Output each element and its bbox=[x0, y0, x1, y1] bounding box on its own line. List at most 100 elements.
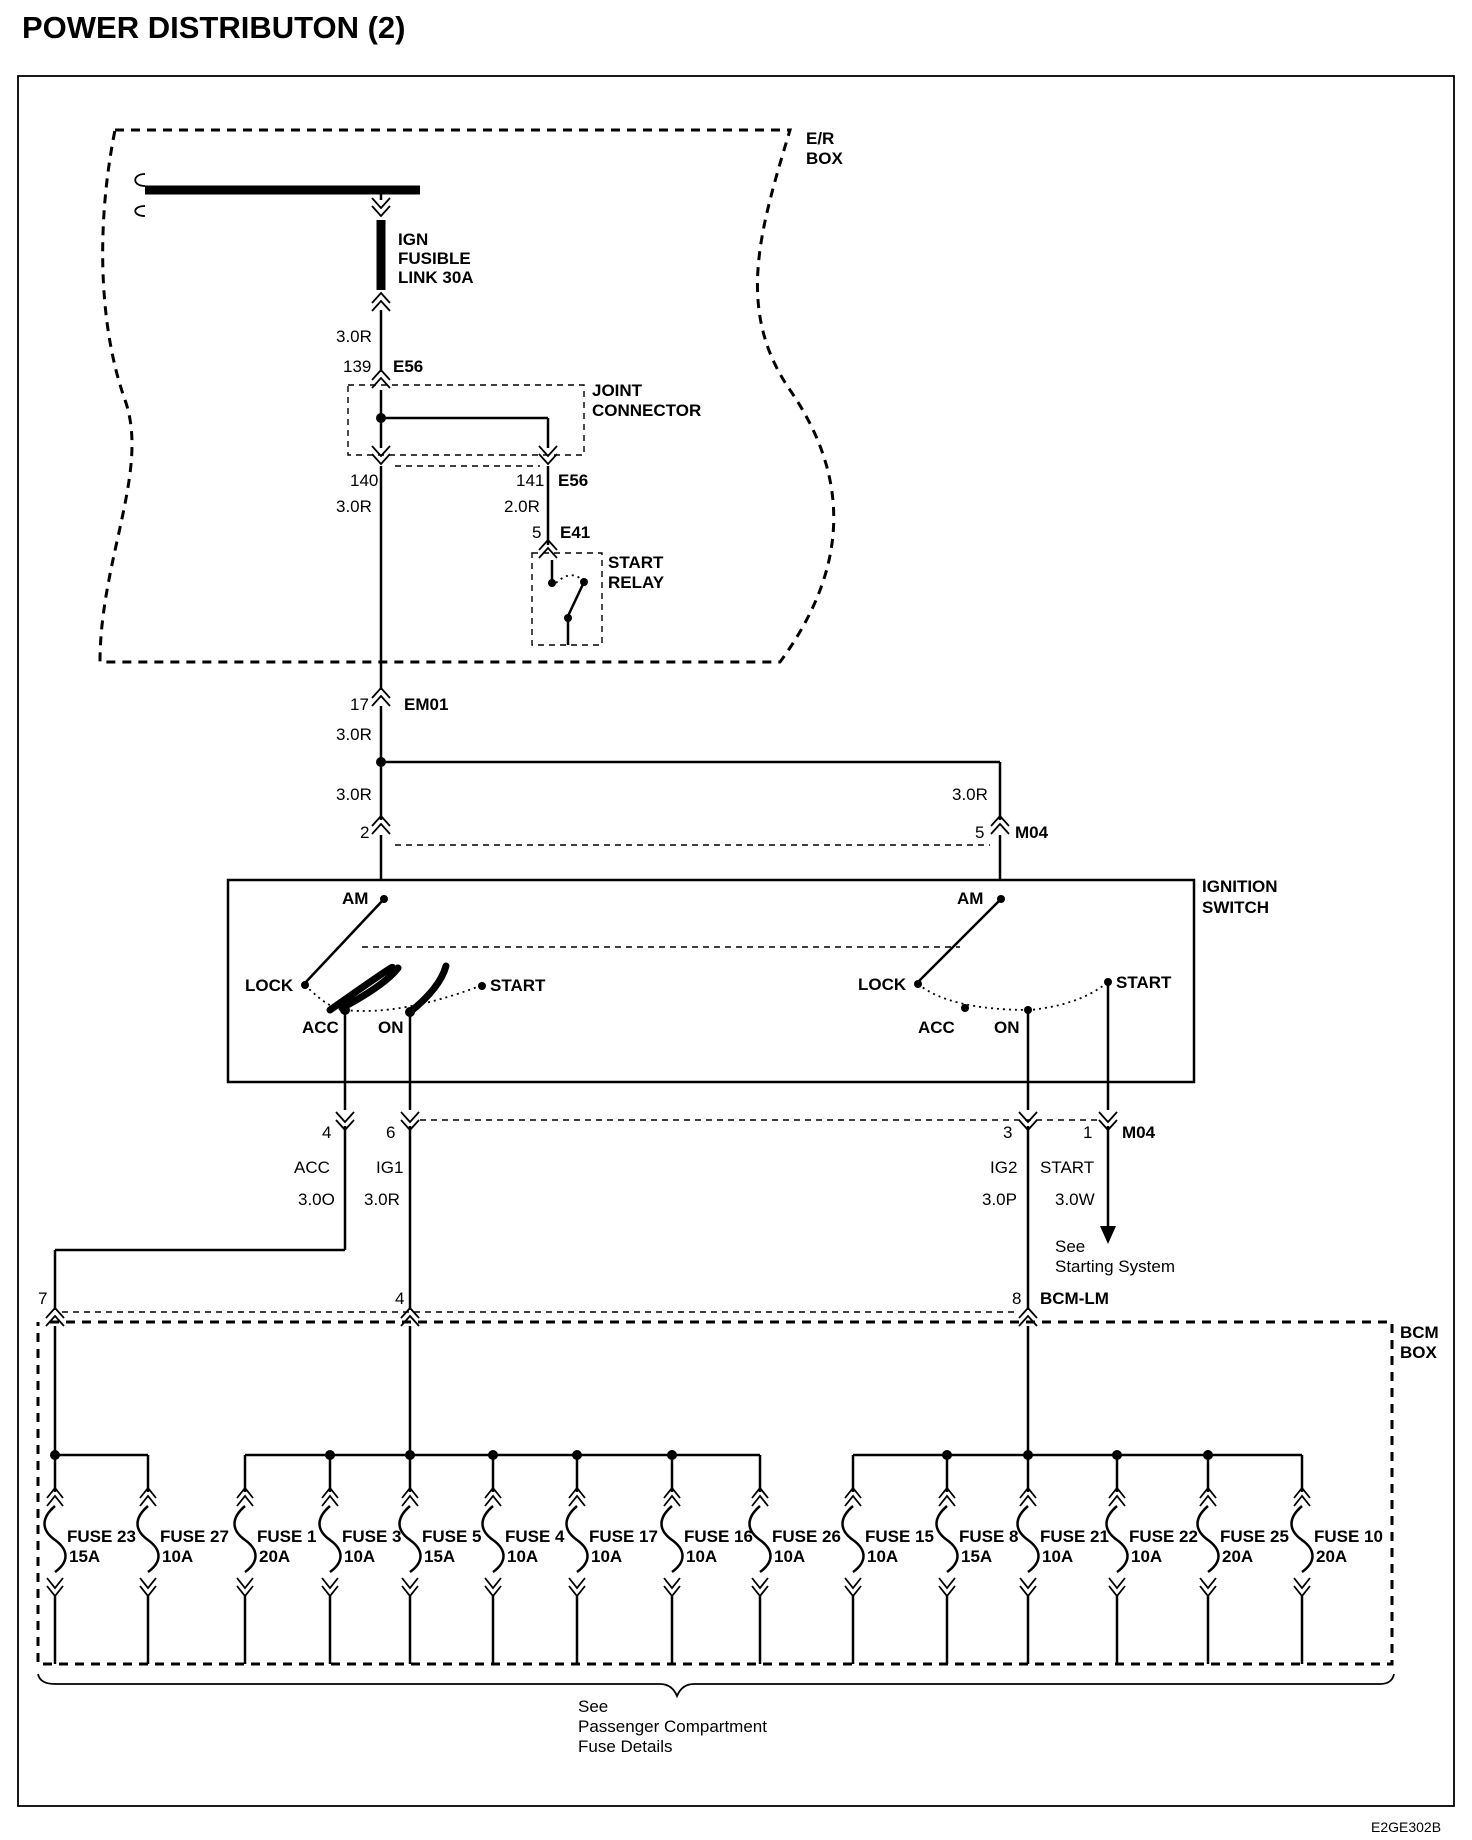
switch-position-start: START bbox=[1116, 973, 1172, 992]
fusible-link-label-1: IGN bbox=[398, 230, 428, 249]
joint-connector-label-1: JOINT bbox=[592, 381, 643, 400]
switch-position-am: AM bbox=[957, 889, 983, 908]
fuse-name: FUSE 10 bbox=[1314, 1527, 1383, 1546]
connector-label-m04: M04 bbox=[1122, 1123, 1156, 1142]
bcm-box-outline bbox=[36, 1320, 1394, 1666]
fuse-rating: 20A bbox=[259, 1547, 290, 1566]
circuit-label-start: START bbox=[1040, 1158, 1094, 1177]
fuse-element-icon bbox=[565, 1505, 589, 1574]
wire-label: 3.0O bbox=[298, 1190, 335, 1209]
switch-position-acc: ACC bbox=[918, 1018, 955, 1037]
circuit-label-acc: ACC bbox=[294, 1158, 330, 1177]
fuse-name: FUSE 21 bbox=[1040, 1527, 1109, 1546]
pin-label: 1 bbox=[1083, 1123, 1092, 1142]
pin-label: 5 bbox=[532, 523, 541, 542]
arrow-down-icon bbox=[1100, 1226, 1116, 1244]
fuse-rating: 10A bbox=[686, 1547, 717, 1566]
fuse-element-icon bbox=[398, 1505, 422, 1574]
joint-connector-box bbox=[347, 384, 585, 456]
switch-position-lock: LOCK bbox=[245, 976, 294, 995]
connector-label-em01: EM01 bbox=[404, 695, 448, 714]
wire-label: 3.0W bbox=[1055, 1190, 1095, 1209]
ignition-switch-label-1: IGNITION bbox=[1202, 877, 1278, 896]
fuse-name: FUSE 27 bbox=[160, 1527, 229, 1546]
page-title: POWER DISTRIBUTON (2) bbox=[22, 10, 406, 45]
connector-label-e56: E56 bbox=[558, 471, 588, 490]
fuse-name: FUSE 17 bbox=[589, 1527, 658, 1546]
wire-label: 3.0R bbox=[336, 497, 372, 516]
wire-label: 3.0R bbox=[364, 1190, 400, 1209]
fuse-name: FUSE 8 bbox=[959, 1527, 1019, 1546]
fuse-rating: 15A bbox=[424, 1547, 455, 1566]
fuse-element-icon bbox=[748, 1505, 772, 1574]
pin-label: 4 bbox=[322, 1123, 331, 1142]
ignition-switch-label-2: SWITCH bbox=[1202, 898, 1269, 917]
pin-label: 140 bbox=[350, 471, 378, 490]
wire-label: 3.0R bbox=[952, 785, 988, 804]
er-box-label-2: BOX bbox=[806, 149, 844, 168]
fuse-name: FUSE 3 bbox=[342, 1527, 402, 1546]
wire-label: 3.0P bbox=[982, 1190, 1017, 1209]
fuse-element-icon bbox=[233, 1505, 257, 1574]
diagram-code: E2GE302B bbox=[1371, 1819, 1441, 1835]
switch-position-lock: LOCK bbox=[858, 975, 907, 994]
wire-label: 3.0R bbox=[336, 327, 372, 346]
fuse-rating: 10A bbox=[591, 1547, 622, 1566]
connector-label-e56: E56 bbox=[393, 357, 423, 376]
pin-label: 4 bbox=[395, 1289, 404, 1308]
pin-label: 8 bbox=[1012, 1289, 1021, 1308]
wire-label: 2.0R bbox=[504, 497, 540, 516]
fuse-element-icon bbox=[481, 1505, 505, 1574]
fuse-name: FUSE 5 bbox=[422, 1527, 482, 1546]
pin-label: 5 bbox=[975, 823, 984, 842]
fuse-rating: 15A bbox=[961, 1547, 992, 1566]
fuse-rating: 10A bbox=[774, 1547, 805, 1566]
fuse-element-icon bbox=[43, 1505, 67, 1574]
fuse-name: FUSE 26 bbox=[772, 1527, 841, 1546]
see-fuse-2: Passenger Compartment bbox=[578, 1717, 767, 1736]
fusible-link-label-2: FUSIBLE bbox=[398, 249, 471, 268]
pin-label: 141 bbox=[516, 471, 544, 490]
pin-label: 7 bbox=[38, 1289, 47, 1308]
connector-label-e41: E41 bbox=[560, 523, 590, 542]
switch-position-on: ON bbox=[378, 1018, 404, 1037]
connector-label-bcm-lm: BCM-LM bbox=[1040, 1289, 1109, 1308]
switch-position-on: ON bbox=[994, 1018, 1020, 1037]
see-starting-1: See bbox=[1055, 1237, 1085, 1256]
pin-label: 17 bbox=[350, 695, 369, 714]
fuse-element-icon bbox=[136, 1505, 160, 1574]
circuit-label-ig2: IG2 bbox=[990, 1158, 1017, 1177]
fuse-brace bbox=[37, 1673, 1395, 1699]
fuse-name: FUSE 15 bbox=[865, 1527, 934, 1546]
pin-label: 6 bbox=[386, 1123, 395, 1142]
switch-position-acc: ACC bbox=[302, 1018, 339, 1037]
fuse-name: FUSE 4 bbox=[505, 1527, 565, 1546]
wire-label: 3.0R bbox=[336, 725, 372, 744]
connector-label-m04: M04 bbox=[1015, 823, 1049, 842]
fuse-rating: 10A bbox=[162, 1547, 193, 1566]
fuse-rating: 10A bbox=[867, 1547, 898, 1566]
fuse-rating: 20A bbox=[1316, 1547, 1347, 1566]
pin-label: 3 bbox=[1003, 1123, 1012, 1142]
fuse-name: FUSE 1 bbox=[257, 1527, 317, 1546]
bus-bar-end bbox=[134, 173, 146, 187]
fuse-name: FUSE 25 bbox=[1220, 1527, 1289, 1546]
fuse-name: FUSE 16 bbox=[684, 1527, 753, 1546]
fuse-rating: 20A bbox=[1222, 1547, 1253, 1566]
ignition-switch-box bbox=[226, 878, 1196, 1084]
fuse-element-icon bbox=[1105, 1505, 1129, 1574]
fusible-link-label-3: LINK 30A bbox=[398, 268, 474, 287]
see-fuse-1: See bbox=[578, 1697, 608, 1716]
